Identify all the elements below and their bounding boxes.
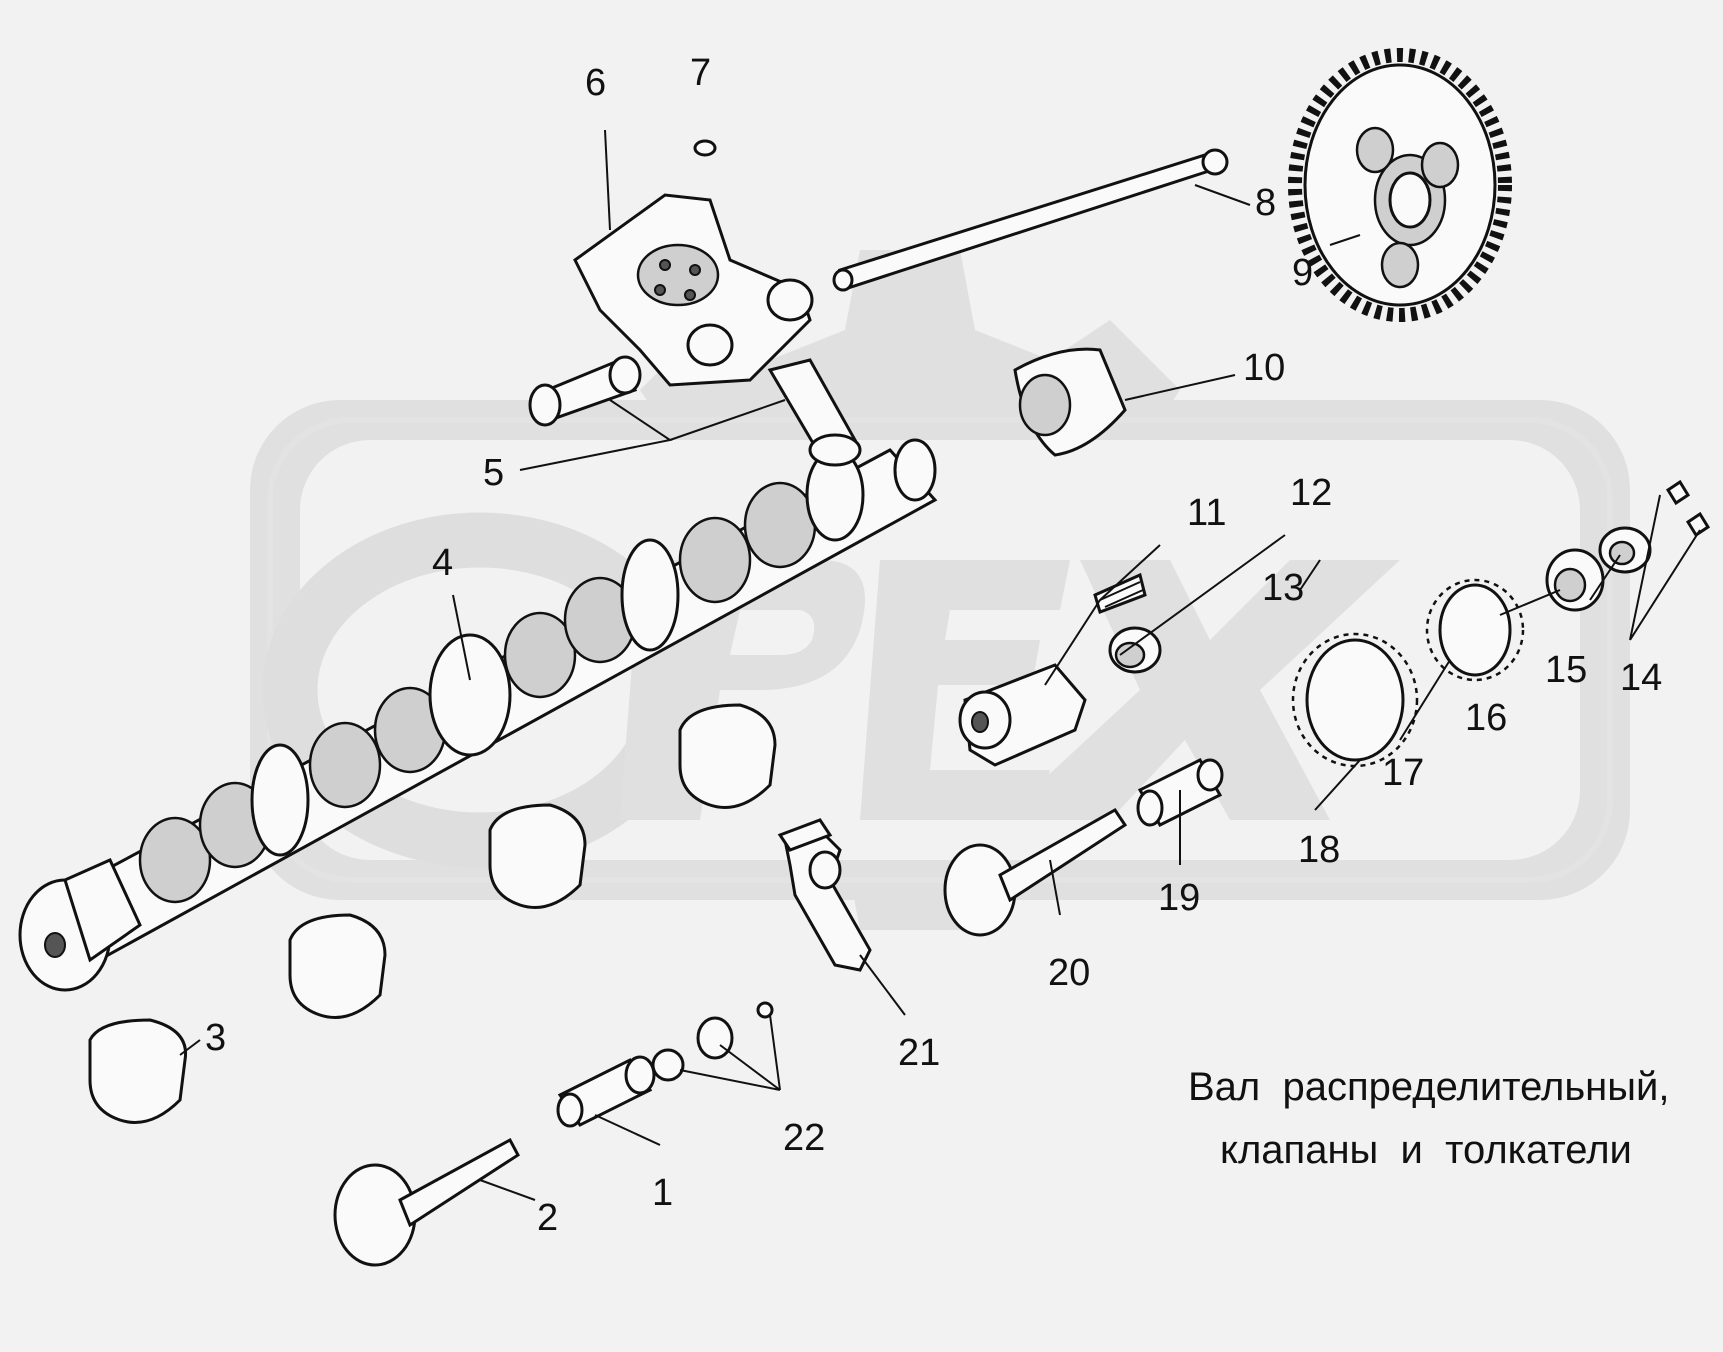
part-21-rocker-arm	[777, 818, 872, 972]
callout-8: 8	[1255, 182, 1276, 224]
part-15-washer	[1598, 526, 1652, 574]
leader-lines	[179, 129, 1701, 1201]
part-17-inner-spring	[1425, 578, 1525, 682]
part-2-intake-valve	[333, 1137, 520, 1267]
part-11-spring	[1093, 572, 1147, 614]
part-3-bearing-shells	[88, 703, 777, 1124]
part-5-rocker-pins	[528, 355, 862, 467]
part-7-washer	[693, 139, 717, 157]
part-16-spring-plate	[1545, 548, 1605, 612]
callout-6: 6	[585, 62, 606, 104]
callout-21: 21	[898, 1032, 940, 1074]
callout-5: 5	[483, 452, 504, 494]
callout-19: 19	[1158, 877, 1200, 919]
callout-14: 14	[1620, 657, 1662, 699]
callout-2: 2	[537, 1197, 558, 1239]
part-14-keepers	[1665, 479, 1711, 538]
watermark-logo	[250, 250, 1630, 930]
part-12-pusher-body	[958, 663, 1087, 767]
callout-12: 12	[1290, 472, 1332, 514]
callout-17: 17	[1382, 752, 1424, 794]
callout-labels: 1 2 3 4 5 6 7 8 9 10 11 12 13 14 15 16 1…	[205, 52, 1662, 1239]
callout-13: 13	[1262, 567, 1304, 609]
part-20-exhaust-valve	[943, 808, 1128, 937]
callout-18: 18	[1298, 829, 1340, 871]
part-8-rocker-shaft	[832, 148, 1229, 292]
callout-11: 11	[1187, 492, 1226, 534]
camshaft	[18, 438, 938, 992]
caption-line-1: Вал распределительный,	[1188, 1065, 1669, 1109]
callout-15: 15	[1545, 649, 1587, 691]
part-10-bushing	[1013, 347, 1127, 457]
callout-7: 7	[690, 52, 711, 94]
part-22-seals	[651, 1001, 774, 1082]
part-6-rocker-bracket	[573, 193, 814, 387]
callout-20: 20	[1048, 952, 1090, 994]
callout-16: 16	[1465, 697, 1507, 739]
part-1-valve-guide	[556, 1055, 656, 1128]
caption: Вал распределительный, клапаны и толкате…	[1188, 1065, 1669, 1172]
caption-line-2: клапаны и толкатели	[1220, 1128, 1632, 1172]
callout-1: 1	[652, 1172, 673, 1214]
part-9-camshaft-gear	[1288, 48, 1512, 322]
callout-4: 4	[432, 542, 453, 584]
callout-10: 10	[1243, 347, 1285, 389]
part-13-ring	[1108, 626, 1162, 674]
callout-3: 3	[205, 1017, 226, 1059]
callout-9: 9	[1292, 252, 1313, 294]
callout-22: 22	[783, 1117, 825, 1159]
